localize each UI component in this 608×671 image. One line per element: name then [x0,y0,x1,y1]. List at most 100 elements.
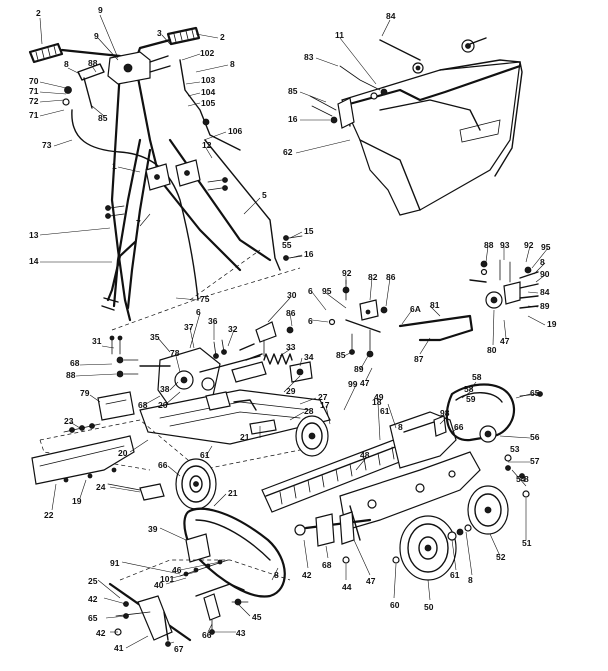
part-label: 44 [342,582,352,592]
part-label: 46 [172,565,182,575]
deck-assembly [31,321,331,501]
wheels [175,415,509,581]
part-label: 9 [94,31,99,41]
part-label: 6 [196,307,201,317]
part-number-labels: 2 9 9 3 2 102 8 103 104 105 106 70 71 72… [29,5,557,654]
part-label: 48 [360,450,370,460]
front-wheel-large [399,515,457,581]
part-label: 71 [29,110,39,120]
part-label: 14 [29,256,39,266]
part-label: 88 [66,370,76,380]
part-label: 47 [500,336,510,346]
part-label: 36 [208,316,218,326]
part-label: 16 [304,249,314,259]
part-label: 6A [410,304,421,314]
part-label: 86 [386,272,396,282]
part-label: 42 [302,570,312,580]
lower-handle-left [112,138,142,308]
part-label: 2 [220,32,225,42]
part-label: 87 [414,354,424,364]
part-label: 8 [468,575,473,585]
front-axle-assembly [108,507,291,647]
part-label: 60 [390,600,400,610]
part-label: 2 [36,8,41,18]
part-label: 13 [29,230,39,240]
part-label: 66 [158,460,168,470]
rear-wheel-left [175,458,217,510]
part-label: 62 [283,147,293,157]
handle-assembly [28,26,303,331]
part-label: 95 [322,286,332,296]
part-label: 84 [386,11,396,21]
part-label: 18 [372,397,382,407]
part-label: 47 [360,378,370,388]
part-label: 81 [430,300,440,310]
leader-lines [39,14,549,649]
part-label: 9 [98,5,103,15]
part-label: 93 [500,240,510,250]
part-label: 21 [228,488,238,498]
part-label: 25 [88,576,98,586]
part-label: 42 [96,628,106,638]
part-label: 12 [202,140,212,150]
part-label: 90 [540,269,550,279]
part-label: 102 [200,48,214,58]
part-label: 85 [288,86,298,96]
part-label: 8 [540,257,545,267]
part-label: 19 [72,496,82,506]
part-label: 106 [228,126,242,136]
part-label: 19 [547,319,557,329]
part-label: 23 [64,416,74,426]
part-label: 85 [98,113,108,123]
part-label: 89 [540,301,550,311]
part-label: 8 [230,59,235,69]
height-adjust-linkage [328,259,539,358]
part-label: 61 [380,406,390,416]
part-label: 66 [202,630,212,640]
part-label: 5 [262,190,267,200]
left-grip [28,42,64,64]
part-label: 80 [487,345,497,355]
part-label: 47 [366,576,376,586]
part-label: 103 [201,75,215,85]
part-label: 86 [286,308,296,318]
part-label: 67 [174,644,184,654]
part-label: 11 [335,30,344,40]
part-label: 51 [522,538,532,548]
part-label: 92 [524,240,534,250]
adjust-rod [398,314,474,342]
right-grip [166,26,201,46]
part-label: 43 [236,628,246,638]
part-label: 73 [42,140,52,150]
mower-deck [139,389,331,445]
part-label: 58 [464,384,474,394]
part-label: 65 [88,613,98,623]
grass-catcher-bag [309,37,523,216]
part-label: 58 [472,372,482,382]
part-label: 49 [374,392,384,402]
part-label: 8 [524,474,529,484]
bag-frame [340,64,522,108]
part-label: 99 [348,379,358,389]
part-label: 72 [29,96,39,106]
part-label: 40 [154,580,164,590]
part-label: 3 [157,28,162,38]
part-label: 15 [304,226,314,236]
part-label: 89 [354,364,364,374]
part-label: 45 [252,612,262,622]
part-label: 6 [308,286,313,296]
part-label: 55 [282,240,292,250]
part-label: 30 [287,290,297,300]
part-label: 84 [540,287,550,297]
part-label: 52 [496,552,506,562]
part-label: 101 [160,574,174,584]
part-label: 33 [286,342,296,352]
part-label: 61 [200,450,210,460]
part-label: 88 [88,58,98,68]
bag-body [341,61,521,216]
part-label: 88 [484,240,494,250]
part-label: 6 [308,316,313,326]
part-label: 50 [424,602,434,612]
part-label: 68 [322,560,332,570]
part-label: 39 [148,524,158,534]
